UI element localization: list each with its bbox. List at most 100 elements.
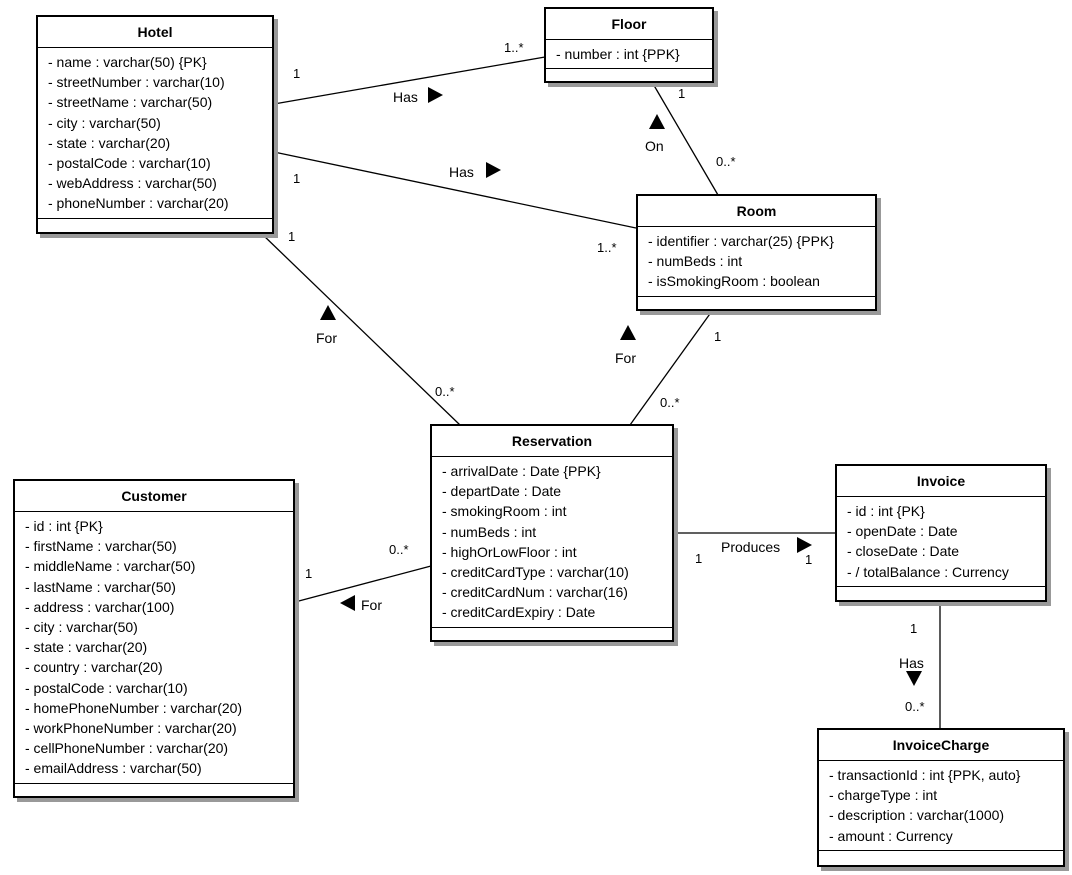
attribute: - city : varchar(50): [48, 114, 161, 131]
multiplicity-hotel-room-room: 1..*: [597, 240, 617, 255]
multiplicity-hotel-room-hotel: 1: [293, 171, 301, 186]
direction-left-icon: [340, 595, 355, 611]
attribute: - identifier : varchar(25) {PPK}: [648, 233, 834, 249]
attribute: - postalCode : varchar(10): [25, 679, 188, 696]
multiplicity-hotel-floor-floor: 1..*: [504, 40, 524, 55]
attribute: - smokingRoom : int: [442, 503, 567, 520]
class-reservation-name: Reservation: [432, 426, 672, 457]
class-floor-name: Floor: [546, 9, 712, 40]
line-room-reservation: [629, 310, 713, 426]
multiplicity-floor-room-room: 0..*: [716, 154, 736, 169]
attribute: - number : int {PPK}: [556, 46, 680, 62]
class-hotel-attributes: - name : varchar(50) {PK} - streetNumber…: [38, 48, 272, 219]
class-room[interactable]: Room - identifier : varchar(25) {PPK} - …: [636, 194, 877, 311]
attribute: - firstName : varchar(50): [25, 538, 177, 555]
multiplicity-invoice-charge-invoice: 1: [910, 621, 918, 636]
class-invoicecharge[interactable]: InvoiceCharge - transactionId : int {PPK…: [817, 728, 1065, 867]
multiplicity-hotel-floor-hotel: 1: [293, 66, 301, 81]
class-customer[interactable]: Customer - id : int {PK} - firstName : v…: [13, 479, 295, 798]
attribute: - emailAddress : varchar(50): [25, 760, 202, 777]
line-floor-room: [651, 81, 719, 196]
multiplicity-hotel-reservation-hotel: 1: [288, 229, 296, 244]
class-hotel-name: Hotel: [38, 17, 272, 48]
attribute: - city : varchar(50): [25, 619, 138, 636]
attribute: - arrivalDate : Date {PPK}: [442, 463, 601, 479]
multiplicity-hotel-reservation-reservation: 0..*: [435, 384, 455, 399]
class-invoice-attributes: - id : int {PK} - openDate : Date - clos…: [837, 497, 1045, 587]
association-label-hotel-room: Has: [449, 164, 474, 180]
attribute: - amount : Currency: [829, 827, 953, 844]
multiplicity-reservation-customer-customer: 1: [305, 566, 313, 581]
attribute: - creditCardNum : varchar(16): [442, 584, 628, 601]
class-room-attributes: - identifier : varchar(25) {PPK} - numBe…: [638, 227, 875, 297]
attribute: - middleName : varchar(50): [25, 558, 196, 575]
class-room-name: Room: [638, 196, 875, 227]
association-label-floor-room: On: [645, 138, 664, 154]
attribute: - streetName : varchar(50): [48, 94, 213, 111]
attribute: - lastName : varchar(50): [25, 578, 176, 595]
class-invoicecharge-attributes: - transactionId : int {PPK, auto} - char…: [819, 761, 1063, 851]
attribute: - postalCode : varchar(10): [48, 155, 211, 172]
class-invoice-name: Invoice: [837, 466, 1045, 497]
attribute: - country : varchar(20): [25, 659, 163, 676]
association-label-hotel-floor: Has: [393, 89, 418, 105]
attribute: - cellPhoneNumber : varchar(20): [25, 740, 229, 757]
attribute: - closeDate : Date: [847, 543, 960, 560]
attribute: - id : int {PK}: [25, 518, 103, 534]
attribute: - streetNumber : varchar(10): [48, 74, 225, 91]
association-label-hotel-reservation: For: [316, 330, 337, 346]
class-floor-attributes: - number : int {PPK}: [546, 40, 712, 70]
direction-up-icon: [320, 305, 336, 320]
attribute: - phoneNumber : varchar(20): [48, 195, 229, 212]
attribute: - chargeType : int: [829, 787, 938, 804]
attribute: - state : varchar(20): [25, 639, 148, 656]
attribute: - / totalBalance : Currency: [847, 563, 1009, 580]
class-customer-name: Customer: [15, 481, 293, 512]
attribute: - creditCardType : varchar(10): [442, 564, 629, 581]
attribute: - name : varchar(50) {PK}: [48, 54, 207, 70]
multiplicity-invoice-charge-charge: 0..*: [905, 699, 925, 714]
attribute: - openDate : Date: [847, 523, 958, 540]
line-hotel-room: [273, 151, 637, 229]
attribute: - numBeds : int: [442, 523, 537, 540]
multiplicity-floor-room-floor: 1: [678, 86, 686, 101]
attribute: - workPhoneNumber : varchar(20): [25, 720, 237, 737]
direction-right-icon: [486, 162, 501, 178]
class-hotel[interactable]: Hotel - name : varchar(50) {PK} - street…: [36, 15, 274, 234]
direction-up-icon: [649, 114, 665, 129]
attribute: - homePhoneNumber : varchar(20): [25, 699, 243, 716]
attribute: - webAddress : varchar(50): [48, 175, 217, 192]
attribute: - address : varchar(100): [25, 598, 175, 615]
multiplicity-room-reservation-reservation: 0..*: [660, 395, 680, 410]
multiplicity-reservation-invoice-reservation: 1: [695, 551, 703, 566]
attribute: - description : varchar(1000): [829, 807, 1005, 824]
attribute: - departDate : Date: [442, 483, 562, 500]
direction-down-icon: [906, 671, 922, 686]
association-label-invoice-charge: Has: [899, 655, 924, 671]
direction-up-icon: [620, 325, 636, 340]
attribute: - highOrLowFloor : int: [442, 543, 577, 560]
attribute: - numBeds : int: [648, 253, 743, 270]
multiplicity-room-reservation-room: 1: [714, 329, 722, 344]
class-reservation[interactable]: Reservation - arrivalDate : Date {PPK} -…: [430, 424, 674, 642]
class-customer-attributes: - id : int {PK} - firstName : varchar(50…: [15, 512, 293, 784]
direction-right-icon: [797, 537, 812, 553]
attribute: - state : varchar(20): [48, 134, 171, 151]
line-reservation-customer: [294, 565, 432, 603]
multiplicity-reservation-customer-reservation: 0..*: [389, 542, 409, 557]
attribute: - id : int {PK}: [847, 503, 925, 519]
attribute: - transactionId : int {PPK, auto}: [829, 767, 1021, 783]
class-invoice[interactable]: Invoice - id : int {PK} - openDate : Dat…: [835, 464, 1047, 602]
association-label-room-reservation: For: [615, 350, 636, 366]
attribute: - creditCardExpiry : Date: [442, 604, 596, 621]
class-floor[interactable]: Floor - number : int {PPK}: [544, 7, 714, 83]
attribute: - isSmokingRoom : boolean: [648, 273, 820, 290]
class-invoicecharge-name: InvoiceCharge: [819, 730, 1063, 761]
multiplicity-reservation-invoice-invoice: 1: [805, 552, 813, 567]
line-hotel-floor: [273, 56, 546, 105]
direction-right-icon: [428, 87, 443, 103]
association-label-reservation-customer: For: [361, 597, 382, 613]
line-hotel-reservation: [261, 233, 461, 426]
association-label-reservation-invoice: Produces: [721, 539, 781, 555]
